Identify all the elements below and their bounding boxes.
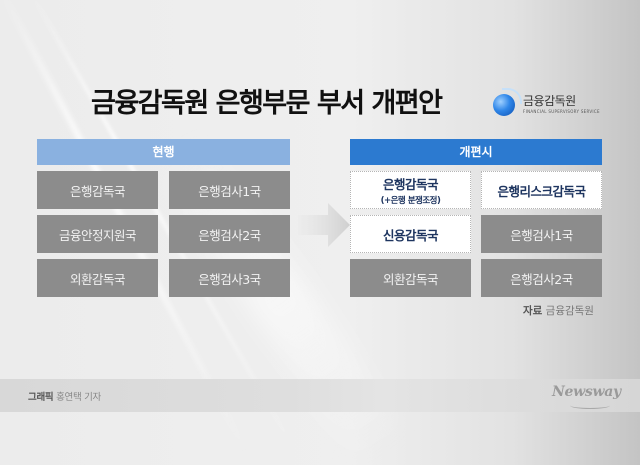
cell-label: 금융안정지원국	[58, 227, 137, 243]
fss-globe-icon	[493, 94, 515, 116]
reorganized-cell: 외환감독국	[350, 259, 471, 297]
reorganized-cell: 은행검사2국	[481, 259, 602, 297]
reorganized-cell: 은행검사1국	[481, 215, 602, 253]
cell-label: 은행감독국	[382, 177, 439, 192]
footer: 그래픽 홍연택 기자 Newsway	[0, 379, 640, 412]
cell-sublabel: (+은행 분쟁조정)	[380, 196, 441, 206]
cell-label: 은행검사2국	[510, 271, 573, 287]
current-cell: 외환감독국	[37, 259, 158, 297]
cell-label: 은행검사2국	[198, 227, 261, 243]
source-label: 자료	[523, 305, 543, 317]
reorganized-cell-highlight: 은행감독국 (+은행 분쟁조정)	[350, 171, 471, 209]
cell-label: 외환감독국	[69, 271, 126, 287]
reorganized-cell-highlight: 신용감독국	[350, 215, 471, 253]
title-row: 금융감독원 은행부문 부서 개편안 금융감독원 FINANCIAL SUPERV…	[0, 84, 640, 124]
right-arrow-icon	[298, 203, 350, 247]
current-cell: 은행검사3국	[169, 259, 290, 297]
current-cell: 은행감독국	[37, 171, 158, 209]
cell-label: 외환감독국	[382, 271, 439, 287]
credit-label: 그래픽	[28, 392, 54, 403]
logo-name: 금융감독원	[523, 94, 576, 108]
cell-label: 신용감독국	[382, 227, 439, 243]
brand-swoosh-icon	[570, 402, 610, 409]
cell-label: 은행감독국	[69, 183, 126, 199]
current-cell: 금융안정지원국	[37, 215, 158, 253]
source-note: 자료 금융감독원	[523, 303, 594, 318]
current-cell: 은행검사2국	[169, 215, 290, 253]
current-cell: 은행검사1국	[169, 171, 290, 209]
fss-logo: 금융감독원 FINANCIAL SUPERVISORY SERVICE	[493, 88, 603, 120]
reorganized-header: 개편시	[350, 139, 602, 165]
cell-label: 은행리스크감독국	[497, 183, 586, 199]
cell-label: 은행검사3국	[198, 271, 261, 287]
cell-label: 은행검사1국	[510, 227, 573, 243]
page-title: 금융감독원 은행부문 부서 개편안	[91, 88, 443, 119]
reorganized-cell-highlight: 은행리스크감독국	[481, 171, 602, 209]
logo-subtitle: FINANCIAL SUPERVISORY SERVICE	[523, 109, 600, 114]
graphic-credit: 그래픽 홍연택 기자	[28, 389, 101, 403]
credit-name: 홍연택 기자	[56, 392, 101, 403]
newsway-logo: Newsway	[552, 384, 621, 400]
current-header: 현행	[37, 139, 290, 165]
cell-label: 은행검사1국	[198, 183, 261, 199]
source-value: 금융감독원	[545, 305, 594, 317]
fss-rays-icon	[502, 88, 522, 104]
